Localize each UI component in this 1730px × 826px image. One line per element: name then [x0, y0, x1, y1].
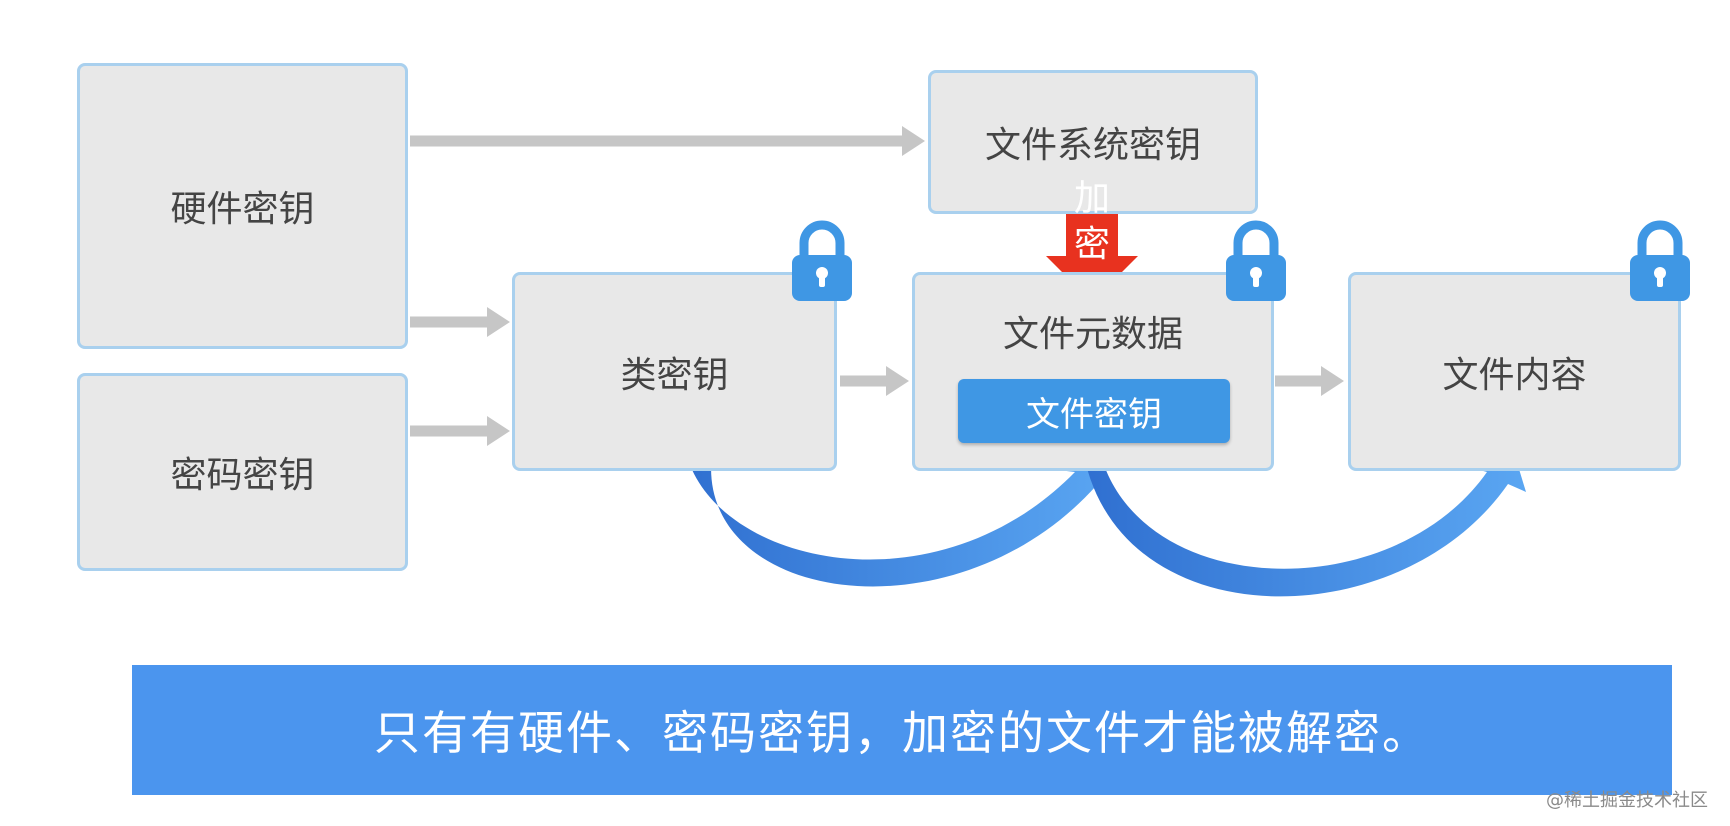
- file-content-box: 文件内容: [1348, 272, 1681, 471]
- filesystem-key-label: 文件系统密钥: [984, 125, 1201, 166]
- lock-icon: [1226, 220, 1286, 301]
- encrypt-char-1: 加: [1073, 178, 1110, 219]
- password-key-box: 密码密钥: [77, 373, 408, 571]
- encrypt-label: 加 密: [1062, 176, 1122, 268]
- password-key-label: 密码密钥: [170, 455, 315, 496]
- gray-arrow-hardware-to-filesystem: [410, 126, 925, 156]
- gray-arrow-metadata-to-content: [1275, 366, 1344, 396]
- caption-banner: 只有有硬件、密码密钥，加密的文件才能被解密。: [132, 665, 1672, 795]
- file-metadata-label: 文件元数据: [1002, 314, 1183, 355]
- lock-icon: [1630, 220, 1690, 301]
- class-key-label: 类密钥: [620, 354, 729, 396]
- caption-text: 只有有硬件、密码密钥，加密的文件才能被解密。: [374, 706, 1430, 760]
- gray-arrow-hardware-to-class: [410, 307, 510, 337]
- curved-arrow-filekey-to-content: [1082, 444, 1526, 597]
- lock-icon: [792, 220, 852, 301]
- watermark: @稀土掘金技术社区: [1546, 790, 1708, 811]
- gray-arrow-class-to-metadata: [840, 366, 909, 396]
- file-key-badge: 文件密钥: [958, 379, 1230, 443]
- file-key-label: 文件密钥: [1026, 394, 1162, 435]
- encrypt-char-2: 密: [1073, 224, 1110, 265]
- file-content-label: 文件内容: [1442, 354, 1587, 396]
- class-key-box: 类密钥: [512, 272, 837, 471]
- curved-arrow-class-to-filekey: [684, 442, 1112, 587]
- gray-arrow-password-to-class: [410, 416, 510, 446]
- hardware-key-label: 硬件密钥: [170, 189, 315, 230]
- hardware-key-box: 硬件密钥: [77, 63, 408, 349]
- filesystem-key-box: 文件系统密钥: [928, 70, 1258, 214]
